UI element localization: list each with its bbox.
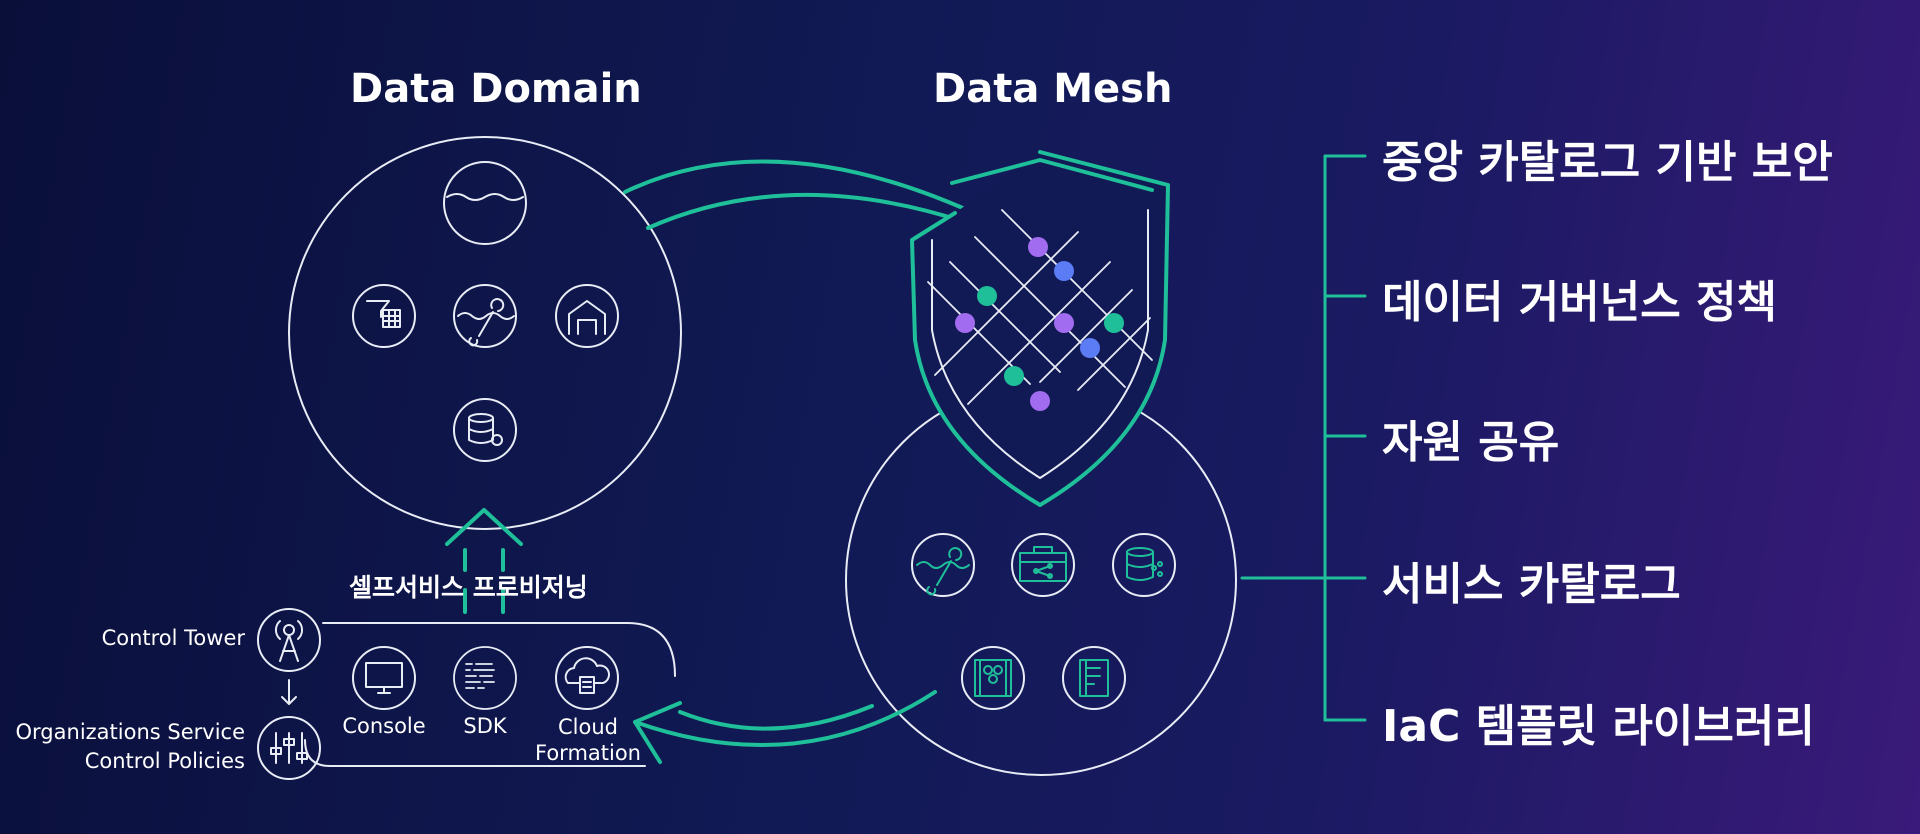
mesh-node — [1054, 313, 1074, 333]
service-control-policies-icon — [257, 716, 321, 780]
console-monitor-icon — [352, 646, 416, 710]
catalog-book-icon — [961, 646, 1025, 710]
feature-bracket — [1240, 154, 1367, 722]
data-domain-circle — [288, 136, 682, 530]
feature-data-governance-policy: 데이터 거버넌스 정책 — [1382, 277, 1777, 328]
provisioning-tools-panel — [304, 622, 676, 767]
sdk-code-icon — [453, 646, 517, 710]
mesh-node — [1028, 237, 1048, 257]
control-tower-icon — [257, 608, 321, 672]
feature-central-catalog-security: 중앙 카탈로그 기반 보안 — [1382, 137, 1833, 188]
cloudformation-icon — [555, 646, 619, 710]
mesh-node — [1104, 313, 1124, 333]
data-warehouse-icon — [555, 284, 619, 348]
mesh-node — [1004, 366, 1024, 386]
provisioning-arrow — [445, 508, 523, 614]
mesh-node — [955, 313, 975, 333]
database-icon — [453, 398, 517, 462]
console-label: Console — [342, 714, 426, 738]
mesh-nodes — [955, 237, 1124, 411]
mesh-node — [1054, 261, 1074, 281]
data-lake-icon — [443, 161, 527, 245]
data-mesh-title: Data Mesh — [933, 66, 1173, 112]
feature-resource-sharing: 자원 공유 — [1382, 417, 1560, 468]
sdk-label: SDK — [463, 714, 507, 738]
toolbox-share-icon — [1011, 533, 1075, 597]
cloudformation-label: Cloud Formation — [535, 715, 641, 765]
control-tower-label: Control Tower — [101, 626, 245, 650]
mesh-grid — [927, 209, 1153, 405]
flow-arrow-mesh-to-domain — [633, 690, 937, 764]
mesh-node — [1080, 338, 1100, 358]
mesh-node — [1030, 391, 1050, 411]
data-pipeline-icon — [352, 284, 416, 348]
mesh-node — [977, 286, 997, 306]
database-share-icon — [1112, 533, 1176, 597]
self-service-provisioning-label: 셀프서비스 프로비저닝 — [349, 573, 588, 602]
feature-service-catalog: 서비스 카탈로그 — [1382, 559, 1681, 610]
data-domain-title: Data Domain — [350, 66, 642, 112]
down-arrow-icon — [281, 679, 297, 705]
feature-iac-template-library: IaC 템플릿 라이브러리 — [1382, 701, 1815, 752]
scp-label: Organizations Service Control Policies — [15, 720, 245, 773]
analytics-tools-icon — [453, 284, 517, 348]
analytics-tools-icon — [911, 533, 975, 597]
template-document-icon — [1062, 646, 1126, 710]
security-shield — [910, 150, 1170, 507]
